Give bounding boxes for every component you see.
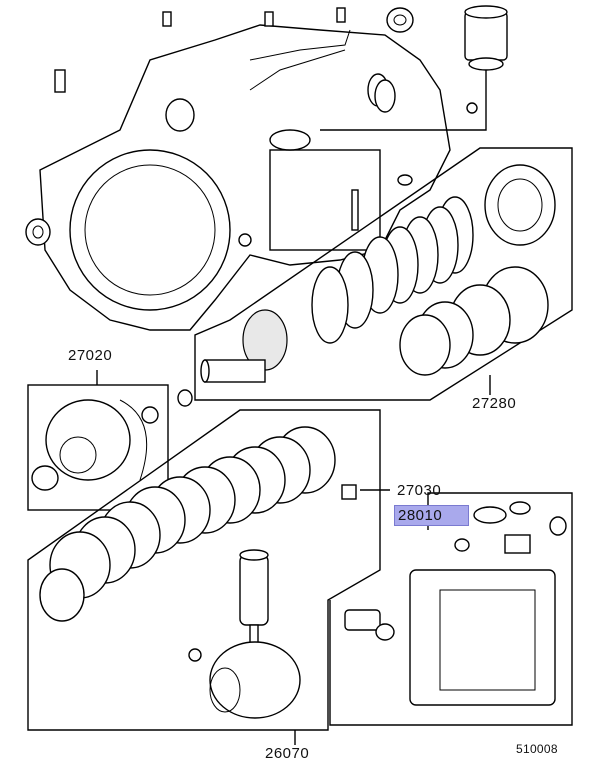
clutch-plates-27030 <box>39 426 357 719</box>
part-label-28010-highlighted: 28010 <box>394 505 470 526</box>
part-label-27020: 27020 <box>68 347 113 364</box>
part-label-27280: 27280 <box>472 395 517 412</box>
part-label-26070: 26070 <box>265 745 310 762</box>
box-28010 <box>329 492 573 726</box>
clutch-pack-27280 <box>200 164 556 383</box>
box-26070 <box>27 409 381 731</box>
top-leader-line <box>320 70 487 131</box>
transmission-case <box>39 24 451 331</box>
diagram-code: 510008 <box>516 742 558 756</box>
valve-body-28010 <box>344 501 567 706</box>
top-small-parts <box>25 5 508 247</box>
box-27280 <box>194 147 573 401</box>
part-label-27030: 27030 <box>397 482 442 499</box>
pump-27020 <box>31 389 193 491</box>
